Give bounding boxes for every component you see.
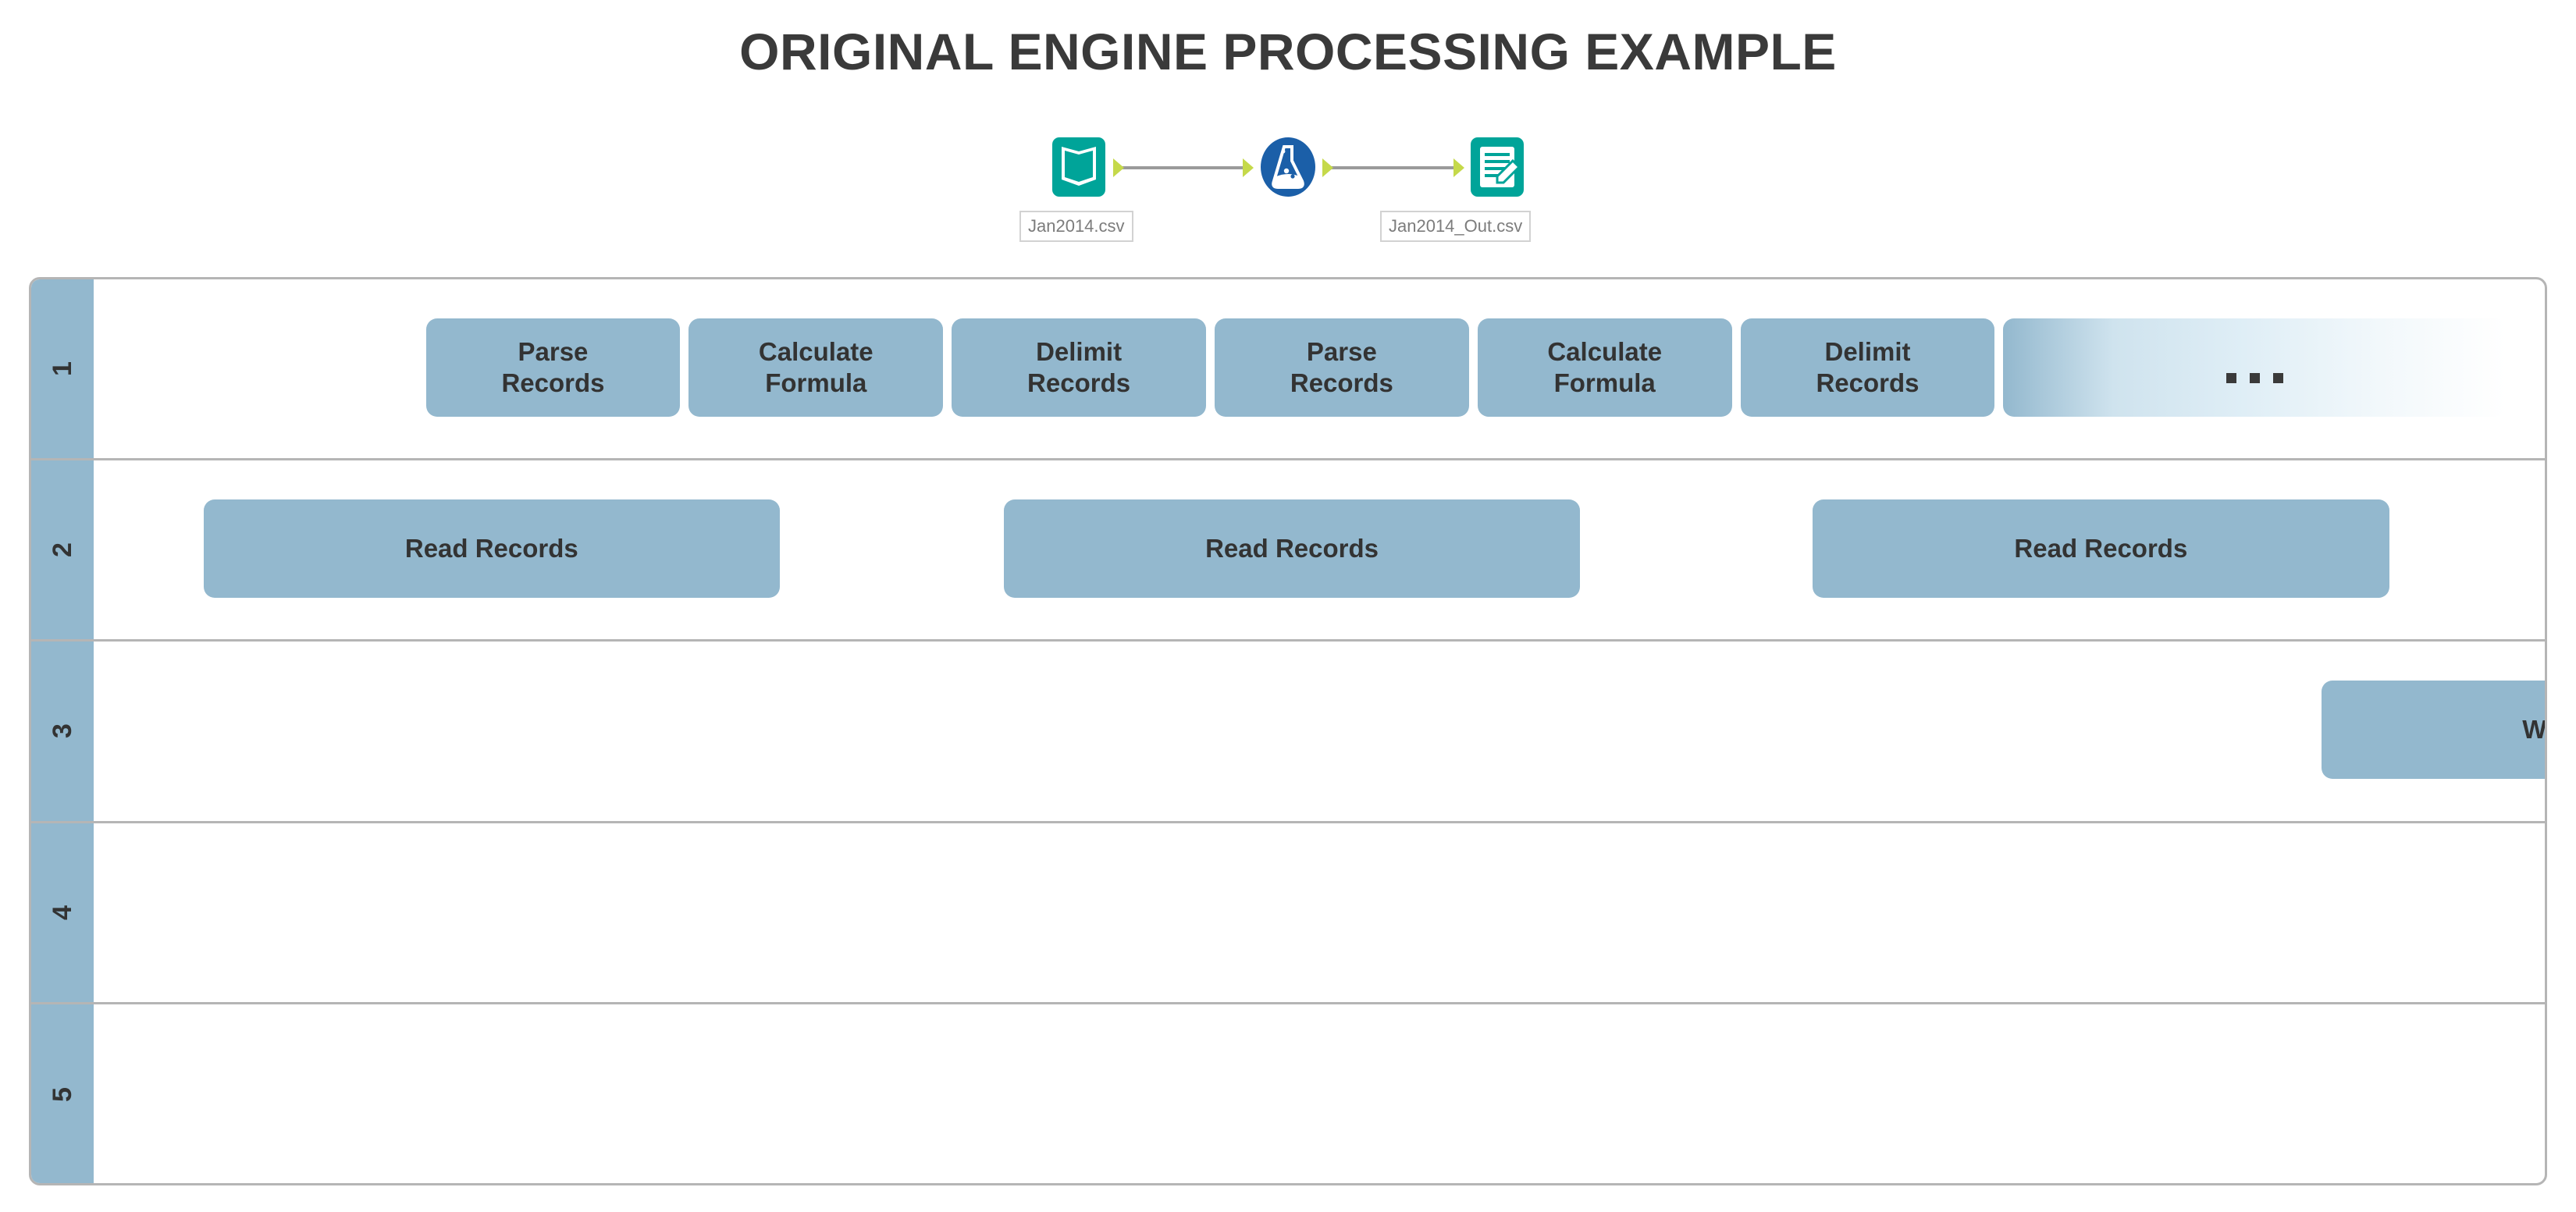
formula-tool[interactable] <box>1255 134 1321 200</box>
task-box[interactable]: Parse Records <box>1215 318 1469 417</box>
task-box-label: Read Records <box>2014 534 2188 563</box>
row-header-3: 3 <box>31 642 94 821</box>
row-header-label: 2 <box>47 542 77 558</box>
connector-line-tool-to-output <box>1330 166 1460 169</box>
grid-row: 5 <box>31 1004 2545 1183</box>
connector-arrow-icon <box>1453 158 1464 177</box>
task-box-label: Delimit Records <box>1816 336 1920 397</box>
processing-timeline-grid: 1 Parse Records Calculate Formula Delimit R… <box>29 277 2547 1185</box>
task-box[interactable]: Read Records <box>1003 499 1581 599</box>
row-track <box>94 823 2545 1002</box>
grid-row: 1 Parse Records Calculate Formula Delimit R… <box>31 279 2545 461</box>
input-file-label: Jan2014.csv <box>1019 211 1133 242</box>
row-header-label: 3 <box>47 723 77 739</box>
task-box[interactable]: Read Records <box>203 499 781 599</box>
row-header-label: 1 <box>47 361 77 377</box>
connector-line-input-to-tool <box>1121 166 1251 169</box>
grid-row: 3 Write RecordsWrite Records <box>31 642 2545 823</box>
formula-flask-icon <box>1261 137 1315 197</box>
task-box-label: Read Records <box>404 534 578 563</box>
row-track <box>94 1004 2545 1183</box>
task-box-label: Calculate Formula <box>758 336 873 397</box>
row-track: Write RecordsWrite Records <box>94 642 2545 820</box>
workflow-diagram: Jan2014.csv Jan2014_Out.csv <box>1012 125 1574 242</box>
task-box[interactable]: Delimit Records <box>1740 318 1995 417</box>
row-header-label: 4 <box>47 905 77 920</box>
task-box-label: Calculate Formula <box>1547 336 1663 397</box>
task-box-label: Parse Records <box>1290 336 1393 397</box>
task-box[interactable]: Read Records <box>1813 499 2389 599</box>
output-file-label: Jan2014_Out.csv <box>1380 211 1532 242</box>
task-box-label: Parse Records <box>501 336 605 397</box>
row-track: Parse Records Calculate Formula Delimit Re… <box>94 279 2545 458</box>
row-header-5: 5 <box>31 1004 94 1183</box>
task-box[interactable]: Parse Records <box>425 318 681 417</box>
connector-arrow-icon <box>1243 158 1254 177</box>
task-box-label: Read Records <box>1205 534 1379 563</box>
input-data-tool[interactable] <box>1046 134 1112 200</box>
row-header-label: 5 <box>47 1087 77 1103</box>
page-title: ORIGINAL ENGINE PROCESSING EXAMPLE <box>739 23 1837 80</box>
ellipsis-icon <box>2226 372 2283 383</box>
grid-row: 4 <box>31 823 2545 1004</box>
task-box-overflow-ellipsis[interactable] <box>2003 318 2507 417</box>
task-box-label: Write Records <box>2522 715 2546 745</box>
output-data-document-icon <box>1471 137 1524 197</box>
row-header-1: 1 <box>31 279 94 459</box>
row-header-2: 2 <box>31 460 94 640</box>
task-box[interactable]: Write Records <box>2321 681 2546 780</box>
task-box[interactable]: Calculate Formula <box>688 318 944 417</box>
task-box-label: Delimit Records <box>1027 336 1131 397</box>
row-header-4: 4 <box>31 823 94 1002</box>
input-data-book-icon <box>1052 137 1105 197</box>
output-data-tool[interactable] <box>1464 134 1530 200</box>
task-box[interactable]: Calculate Formula <box>1477 318 1732 417</box>
connector-arrow-icon <box>1113 158 1124 177</box>
connector-arrow-icon <box>1322 158 1333 177</box>
task-box[interactable]: Delimit Records <box>952 318 1206 417</box>
